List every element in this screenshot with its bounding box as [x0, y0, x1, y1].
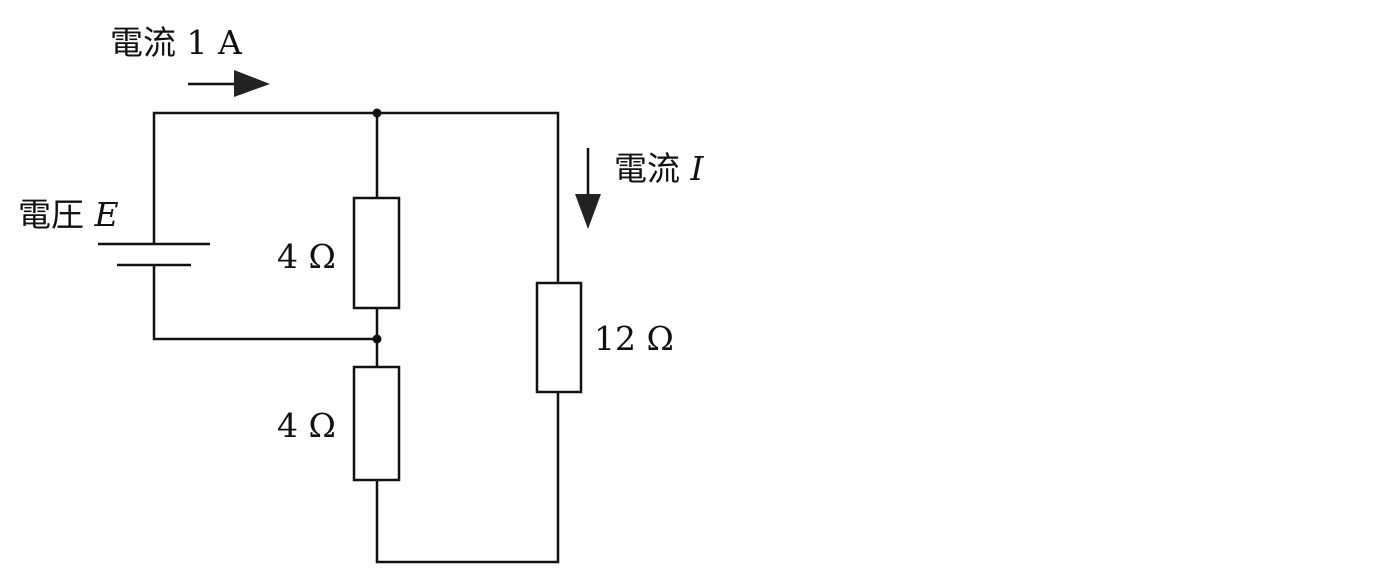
- resistor-lower: [352, 365, 401, 482]
- label-voltage-prefix: 電圧: [18, 195, 84, 234]
- label-resistor-lower: 4 Ω: [277, 406, 336, 445]
- node-top: [372, 108, 382, 118]
- label-current-branch: 電流 I: [614, 152, 704, 185]
- arrow-right-icon: [234, 70, 270, 97]
- wire-top-left: [152, 111, 560, 283]
- label-current-total: 電流 1 A: [110, 26, 242, 59]
- wire-bottom-left: [152, 265, 377, 341]
- resistor-upper: [352, 196, 401, 310]
- resistor-right: [535, 281, 583, 394]
- wire-bottom-right: [375, 392, 560, 564]
- label-voltage-symbol: E: [94, 195, 119, 234]
- label-voltage: 電圧 E: [18, 198, 119, 231]
- label-current-total-prefix: 電流: [110, 23, 176, 62]
- label-resistor-upper: 4 Ω: [277, 237, 336, 276]
- label-current-branch-prefix: 電流: [614, 149, 680, 188]
- label-resistor-right: 12 Ω: [594, 319, 674, 358]
- label-current-branch-symbol: I: [690, 149, 704, 188]
- label-current-total-value: 1 A: [186, 23, 242, 62]
- node-middle: [372, 334, 382, 344]
- arrow-down-icon: [575, 194, 601, 229]
